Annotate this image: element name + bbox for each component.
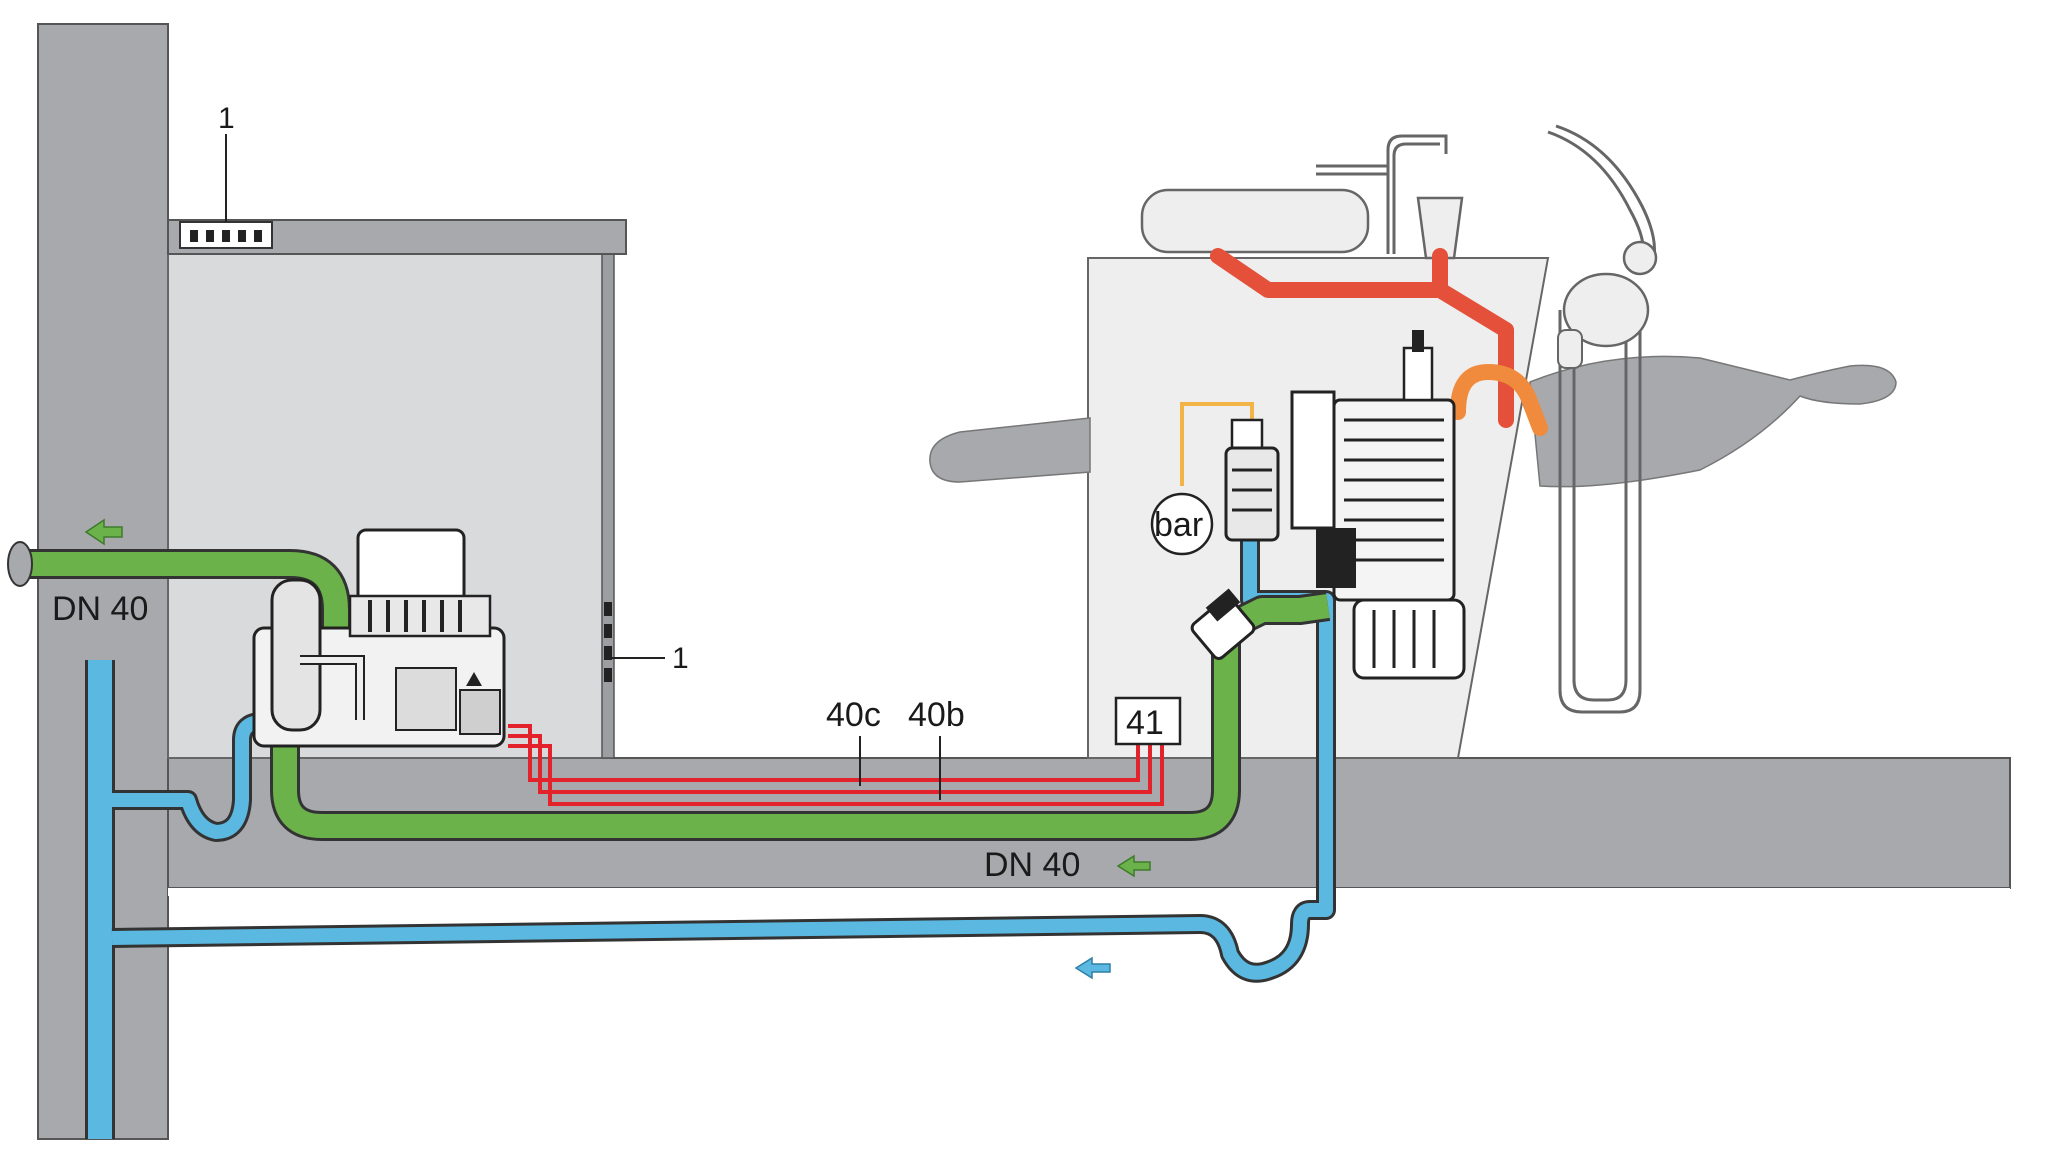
patient-chair-seat bbox=[1529, 355, 1897, 488]
pipe-size-floor-label: DN 40 bbox=[984, 846, 1080, 884]
marker-1-top: 1 bbox=[218, 102, 235, 135]
pipe-size-wall-label: DN 40 bbox=[52, 590, 148, 628]
cabinet bbox=[167, 134, 665, 759]
left-arrow-icon bbox=[1116, 854, 1151, 878]
left-arrow-icon bbox=[84, 518, 123, 546]
pressure-gauge-dial bbox=[1150, 492, 1214, 556]
amalgam-filter bbox=[1557, 329, 1583, 369]
control-cables bbox=[508, 724, 1164, 806]
pressure-gauge-label: bar bbox=[1154, 506, 1203, 544]
spittoon-tray bbox=[1140, 188, 1370, 254]
cable-40b-label: 40b bbox=[908, 696, 965, 734]
pressure-gauge-assembly bbox=[1150, 402, 1280, 660]
cabinet-door-edge bbox=[601, 253, 615, 759]
instrument-head bbox=[1622, 240, 1658, 276]
patient-chair bbox=[929, 417, 1091, 483]
suction-machine bbox=[252, 528, 506, 748]
cable-40c-label: 40c bbox=[826, 696, 881, 734]
basement-gap bbox=[168, 888, 2010, 896]
unit-separator bbox=[1290, 330, 1466, 680]
vent-grille-side bbox=[604, 602, 612, 682]
control-box-41-label: 41 bbox=[1126, 704, 1164, 742]
left-arrow-icon bbox=[1074, 956, 1111, 980]
vent-slots-top bbox=[190, 230, 262, 242]
instrument-holder bbox=[1562, 272, 1650, 348]
control-box-41 bbox=[1114, 696, 1182, 746]
suction-line bbox=[7, 541, 1331, 841]
labels: 1 1 DN 40 DN 40 40c 40b 41 bar bbox=[52, 102, 1203, 884]
valve-block bbox=[1190, 588, 1256, 660]
wall-outlet-flange bbox=[7, 541, 33, 587]
marker-1-side: 1 bbox=[672, 642, 689, 675]
flow-arrows bbox=[84, 518, 1151, 980]
faucet bbox=[1316, 134, 1448, 254]
cup bbox=[1416, 196, 1464, 260]
spittoon-drain-lines bbox=[1210, 248, 1548, 436]
